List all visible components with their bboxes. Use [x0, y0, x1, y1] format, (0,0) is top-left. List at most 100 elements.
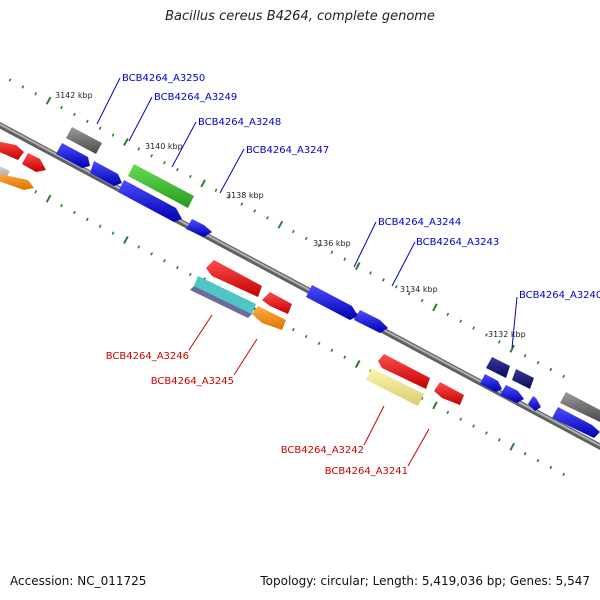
gene-arrow-fwd-grey-edge[interactable] — [560, 392, 600, 422]
gene-arrow-rev-red-2[interactable] — [262, 292, 292, 314]
scale-tick — [497, 438, 501, 442]
gene-arrow-a3240[interactable] — [486, 357, 510, 378]
scale-tick — [459, 319, 463, 323]
scale-tick — [137, 245, 141, 249]
gene-label-a3246[interactable]: BCB4264_A3246 — [106, 351, 189, 362]
gene-arrow-rev-red-3[interactable] — [378, 354, 430, 389]
gene-arrow-rev-red-1[interactable] — [206, 260, 262, 297]
scale-tick — [459, 417, 463, 421]
genome-backbone — [0, 121, 600, 450]
gene-label-a3244[interactable]: BCB4264_A3244 — [378, 217, 461, 228]
gene-arrow-left-orange[interactable] — [0, 172, 34, 190]
scale-tick — [354, 360, 361, 369]
scale-tick — [60, 105, 63, 110]
gene-label-a3243[interactable]: BCB4264_A3243 — [416, 237, 499, 248]
scale-tick — [394, 285, 398, 289]
accession-text: Accession: NC_011725 — [10, 574, 147, 588]
gene-label-a3249[interactable]: BCB4264_A3249 — [154, 92, 237, 103]
scale-tick — [227, 195, 231, 199]
gene-arrow-a3242[interactable] — [366, 368, 424, 406]
gene-arrow-a3246[interactable] — [194, 276, 256, 314]
callout-line-a3244 — [353, 221, 377, 268]
tick-label-3138: 3138 kbp — [226, 191, 264, 200]
callout-line-a3250 — [96, 77, 121, 125]
gene-label-a3242[interactable]: BCB4264_A3242 — [281, 445, 364, 456]
scale-tick — [175, 265, 179, 270]
scale-tick — [111, 133, 115, 137]
scale-tick — [446, 410, 450, 414]
gene-arrow-fwd-5[interactable] — [500, 385, 524, 403]
callout-line-a3249 — [128, 96, 153, 142]
scale-tick — [60, 203, 63, 208]
scale-tick — [188, 174, 192, 179]
gene-arrow-a3249[interactable] — [90, 161, 122, 186]
scale-tick — [304, 236, 308, 241]
scale-tick — [253, 209, 257, 213]
scale-tick — [343, 257, 347, 261]
scale-tick — [163, 259, 166, 263]
scale-tick — [200, 179, 206, 188]
gene-arrow-left-red-2[interactable] — [22, 153, 46, 172]
gene-arrow-a3246-shade[interactable] — [190, 286, 252, 318]
scale-tick — [354, 262, 361, 271]
scale-tick — [150, 252, 154, 256]
gene-label-a3250[interactable]: BCB4264_A3250 — [122, 73, 205, 84]
scale-tick — [98, 126, 102, 130]
gene-arrow-a3245[interactable] — [252, 306, 286, 330]
gene-arrow-a3244[interactable] — [306, 285, 358, 320]
tick-label-3136: 3136 kbp — [313, 239, 351, 248]
scale-tick — [330, 348, 334, 352]
scale-tick — [304, 334, 308, 339]
scale-tick — [240, 202, 244, 206]
gene-arrow-rev-red-4[interactable] — [434, 382, 464, 405]
gene-label-a3248[interactable]: BCB4264_A3248 — [198, 117, 281, 128]
gene-arrow-fwd-6[interactable] — [528, 396, 541, 411]
gene-arrow-fwd-4[interactable] — [480, 374, 502, 392]
scale-tick — [111, 231, 115, 235]
scale-tick — [446, 312, 450, 316]
gene-label-a3240[interactable]: BCB4264_A3240 — [519, 290, 600, 301]
scale-tick — [188, 272, 192, 277]
scale-tick — [509, 344, 515, 353]
gene-arrow-fwd-1[interactable] — [56, 143, 90, 168]
callout-line-a3240 — [511, 296, 518, 349]
gene-arrow-a3250[interactable] — [66, 127, 102, 154]
scale-tick — [45, 96, 52, 105]
gene-label-a3241[interactable]: BCB4264_A3241 — [325, 466, 408, 477]
scale-tick — [72, 210, 76, 215]
reverse-callouts — [188, 314, 430, 467]
scale-tick — [523, 353, 527, 358]
scale-tick — [98, 224, 102, 228]
gene-arrow-fwd-3[interactable] — [512, 369, 534, 389]
scale-tick — [432, 303, 438, 312]
scale-tick — [509, 442, 515, 451]
scale-tick — [277, 220, 284, 229]
gene-label-a3245[interactable]: BCB4264_A3245 — [151, 376, 234, 387]
gene-arrow-fwd-2[interactable] — [118, 180, 182, 222]
scale-tick — [420, 298, 424, 303]
gene-arrow-a3247[interactable] — [186, 219, 212, 237]
callout-line-a3243 — [391, 241, 416, 287]
tick-label-3142: 3142 kbp — [55, 91, 93, 100]
gene-label-a3247[interactable]: BCB4264_A3247 — [246, 145, 329, 156]
tick-label-3140: 3140 kbp — [145, 142, 183, 151]
gene-arrow-a3248[interactable] — [128, 164, 194, 208]
scale-tick — [317, 341, 321, 346]
scale-tick — [150, 154, 154, 158]
forward-callouts — [96, 77, 518, 349]
scale-tick — [8, 78, 12, 82]
scale-tick — [163, 161, 166, 165]
gene-arrow-left-red-1[interactable] — [0, 140, 24, 160]
scale-tick — [497, 340, 501, 344]
gene-arrow-a3243[interactable] — [354, 310, 388, 333]
tick-label-3134: 3134 kbp — [400, 285, 438, 294]
callout-line-a3248 — [171, 121, 197, 168]
scale-tick — [343, 355, 347, 359]
callout-line-a3242 — [363, 405, 385, 446]
scale-tick — [562, 472, 566, 476]
scale-tick — [420, 396, 424, 401]
scale-tick — [45, 194, 52, 203]
gene-arrow-fwd-blue-edge[interactable] — [552, 407, 600, 438]
scale-tick — [266, 216, 269, 220]
scale-tick — [381, 278, 385, 282]
